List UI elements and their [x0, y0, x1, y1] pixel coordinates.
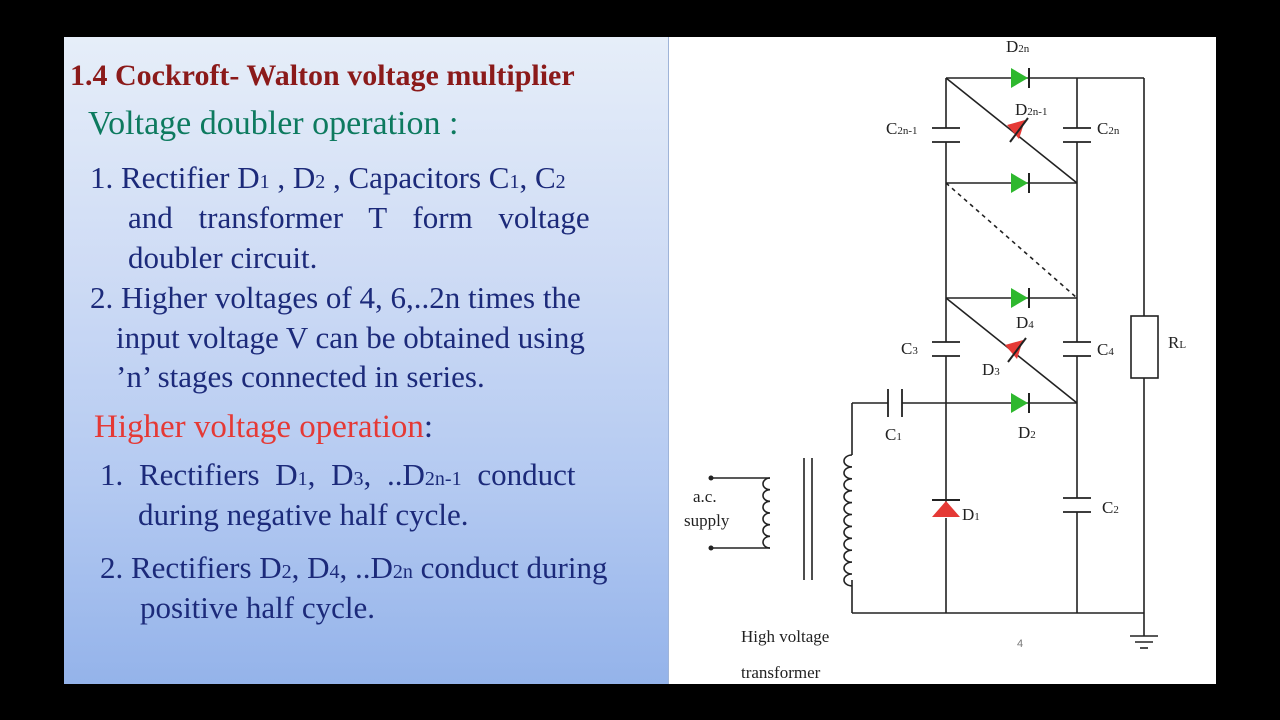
ground-icon	[1130, 635, 1158, 649]
label-c1: C1	[885, 425, 902, 444]
diode-d4	[1011, 288, 1030, 308]
capacitor-c1	[887, 389, 903, 417]
label-rl: RL	[1168, 333, 1186, 352]
resistor-rl	[1130, 315, 1159, 379]
circuit-wires	[712, 77, 1145, 636]
label-d4: D4	[1016, 313, 1034, 332]
higher-item-2-line-2: positive half cycle.	[140, 590, 375, 625]
label-d2n: D2n	[1006, 37, 1030, 56]
doubler-heading: Voltage doubler operation :	[88, 105, 459, 142]
higher-voltage-heading: Higher voltage operation:	[94, 409, 434, 445]
label-d3: D3	[982, 360, 1000, 379]
diode-d2	[1011, 393, 1030, 413]
capacitor-c2n-1	[932, 127, 960, 143]
higher-item-2: 2. Rectifiers D2, D4, ..D2n conduct duri…	[100, 550, 608, 585]
slide-title: 1.4 Cockroft- Walton voltage multiplier	[70, 59, 575, 92]
primary-coil	[762, 477, 771, 549]
label-ac: a.c.	[693, 487, 717, 506]
diode-d3	[1005, 337, 1027, 363]
diode-d2n-1	[1007, 117, 1029, 143]
diode-d1	[932, 499, 960, 517]
label-high-voltage: High voltage	[741, 627, 829, 646]
diode-d2n	[1011, 68, 1030, 88]
label-c4: C4	[1097, 340, 1114, 359]
capacitors	[887, 127, 1091, 513]
label-c3: C3	[901, 339, 918, 358]
higher-item-1: 1. Rectifiers D1, D3, ..D2n-1 conduct	[100, 457, 576, 492]
doubler-item-2-line-2: input voltage V can be obtained using	[116, 320, 585, 355]
capacitor-c2n	[1063, 127, 1091, 143]
doubler-item-2: 2. Higher voltages of 4, 6,..2n times th…	[90, 280, 581, 315]
doubler-item-2-line-3: ’n’ stages connected in series.	[116, 359, 485, 394]
doubler-item-1-line-3: doubler circuit.	[128, 240, 318, 275]
high-voltage-transformer	[762, 454, 853, 587]
label-c2n-1: C2n-1	[886, 119, 918, 138]
panel-divider	[668, 37, 669, 684]
circuit-diagram: D2n D2n-1 C2n-1 C2n D4 C3 C4 D3 RL C1 D2…	[684, 37, 1186, 682]
label-d2n-1: D2n-1	[1015, 100, 1047, 119]
capacitor-c4	[1063, 341, 1091, 357]
label-c2n: C2n	[1097, 119, 1120, 138]
page-number: 4	[1017, 638, 1023, 650]
diodes-green	[1011, 68, 1030, 413]
ac-terminal-top	[708, 475, 714, 481]
text-panel: 1.4 Cockroft- Walton voltage multiplier …	[64, 37, 668, 684]
label-transformer: transformer	[741, 663, 821, 682]
capacitor-c3	[932, 341, 960, 357]
label-d2: D2	[1018, 423, 1036, 442]
label-c2: C2	[1102, 498, 1119, 517]
slide: 1.4 Cockroft- Walton voltage multiplier …	[64, 37, 1216, 684]
diode-d2n-2	[1011, 173, 1030, 193]
ac-terminal-bottom	[708, 545, 714, 551]
diodes-red	[932, 117, 1029, 517]
higher-item-1-line-2: during negative half cycle.	[138, 497, 469, 532]
secondary-coil	[843, 454, 853, 587]
doubler-item-1-line-2: and transformer T form voltage	[128, 200, 590, 235]
label-supply: supply	[684, 511, 730, 530]
capacitor-c2	[1063, 497, 1091, 513]
label-d1: D1	[962, 505, 980, 524]
doubler-item-1: 1. Rectifier D1 , D2 , Capacitors C1, C2	[90, 160, 566, 195]
